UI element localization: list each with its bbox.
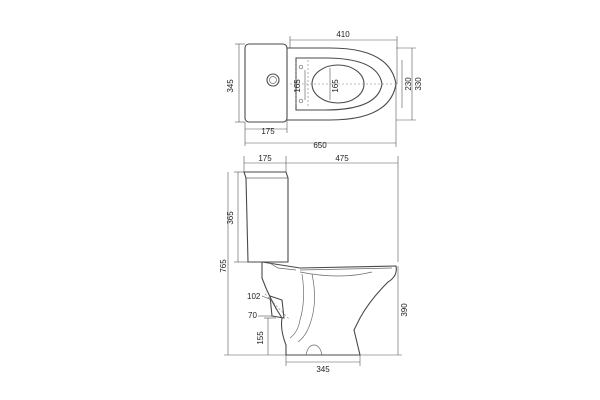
dim-label-155: 155 — [256, 331, 265, 345]
dim-label-650: 650 — [313, 141, 327, 150]
side-view-bowl — [261, 261, 397, 356]
dim-label-330: 330 — [414, 77, 423, 91]
side-view-outlet — [269, 295, 285, 319]
side-view-trap-inner — [297, 273, 315, 343]
dim-label-345-top: 345 — [226, 79, 235, 93]
side-view-trap-outer — [289, 273, 304, 339]
side-view-tank — [243, 171, 289, 263]
dim-label-475-side: 475 — [335, 154, 349, 163]
dim-label-165-left: 165 — [293, 79, 302, 93]
side-view-connector — [267, 261, 297, 271]
top-view: 410 345 165 165 230 330 175 650 — [226, 30, 423, 150]
side-view: 175 475 365 765 390 102 — [219, 154, 409, 374]
dim-label-70: 70 — [248, 311, 257, 320]
dim-label-765: 765 — [219, 259, 228, 273]
side-view-rim — [299, 267, 393, 271]
flush-button-icon — [266, 73, 280, 87]
hinge-left-icon — [298, 64, 304, 70]
dim-leader-102 — [261, 295, 273, 301]
dim-label-365: 365 — [226, 211, 235, 225]
side-view-foot-slot — [305, 344, 323, 356]
dim-label-165-inner: 165 — [331, 79, 340, 93]
dim-label-345-bottom: 345 — [316, 365, 330, 374]
dim-label-390: 390 — [400, 303, 409, 317]
dim-label-175-top: 175 — [261, 127, 275, 136]
dim-label-410: 410 — [336, 30, 350, 39]
top-view-seat — [295, 57, 383, 111]
flush-button-inner-icon — [269, 76, 277, 84]
side-view-bowl-curve — [299, 271, 373, 277]
dim-label-175-side: 175 — [258, 154, 272, 163]
dim-label-230: 230 — [404, 77, 413, 91]
top-view-tank — [244, 43, 288, 123]
hinge-right-icon — [298, 98, 304, 104]
dim-label-102: 102 — [247, 292, 261, 301]
